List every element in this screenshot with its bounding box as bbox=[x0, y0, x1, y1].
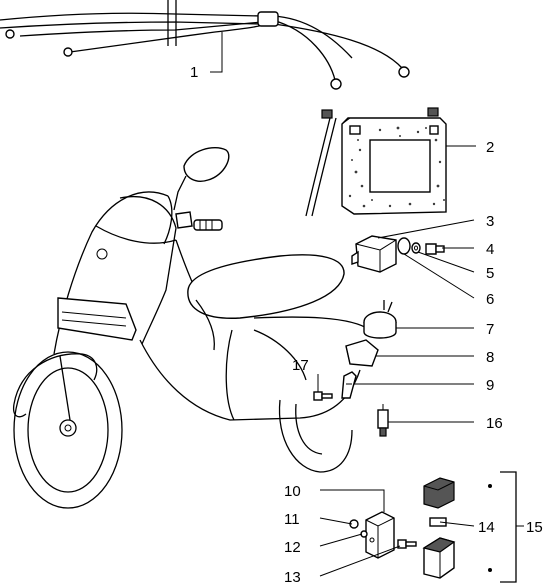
wiring-harness bbox=[0, 0, 410, 90]
callout-9: 9 bbox=[486, 377, 494, 394]
spacer bbox=[397, 237, 411, 255]
battery bbox=[305, 107, 447, 217]
callout-13: 13 bbox=[284, 569, 301, 586]
horn bbox=[363, 300, 397, 339]
callout-14: 14 bbox=[478, 519, 495, 536]
ring-terminal-icon bbox=[5, 29, 410, 90]
fuse-icon bbox=[429, 517, 447, 527]
leader-lines bbox=[210, 32, 524, 583]
washer bbox=[411, 242, 421, 254]
callout-1: 1 bbox=[190, 64, 198, 81]
mounting-clip bbox=[341, 371, 357, 399]
battery-terminal-icon bbox=[321, 109, 333, 119]
bolt-icon bbox=[313, 391, 333, 401]
callout-11: 11 bbox=[284, 511, 300, 528]
scooter-outline bbox=[12, 147, 371, 509]
screw-icon bbox=[425, 243, 445, 255]
callout-5: 5 bbox=[486, 265, 494, 282]
horn-bracket bbox=[345, 339, 379, 367]
connector bbox=[377, 404, 389, 437]
relay bbox=[351, 235, 397, 273]
callout-16: 16 bbox=[486, 415, 503, 432]
callout-10: 10 bbox=[284, 483, 301, 500]
seat bbox=[187, 254, 345, 319]
indicator-light bbox=[96, 248, 108, 260]
callout-17: 17 bbox=[292, 357, 309, 374]
callout-labels: 1 2 3 4 5 6 7 8 9 10 11 12 13 14 15 16 1… bbox=[190, 64, 543, 586]
fuse-box-base bbox=[422, 537, 456, 579]
callout-15: 15 bbox=[526, 519, 543, 536]
fuse-box-cover bbox=[423, 477, 455, 509]
callout-2: 2 bbox=[486, 139, 494, 156]
callout-6: 6 bbox=[486, 291, 494, 308]
harness-clamp bbox=[257, 11, 279, 27]
callout-4: 4 bbox=[486, 241, 494, 258]
voltage-regulator bbox=[365, 511, 395, 559]
regulator-screw-icon bbox=[397, 539, 417, 549]
callout-7: 7 bbox=[486, 321, 494, 338]
callout-8: 8 bbox=[486, 349, 494, 366]
headlamp bbox=[57, 297, 137, 341]
callout-12: 12 bbox=[284, 539, 301, 556]
callout-3: 3 bbox=[486, 213, 494, 230]
